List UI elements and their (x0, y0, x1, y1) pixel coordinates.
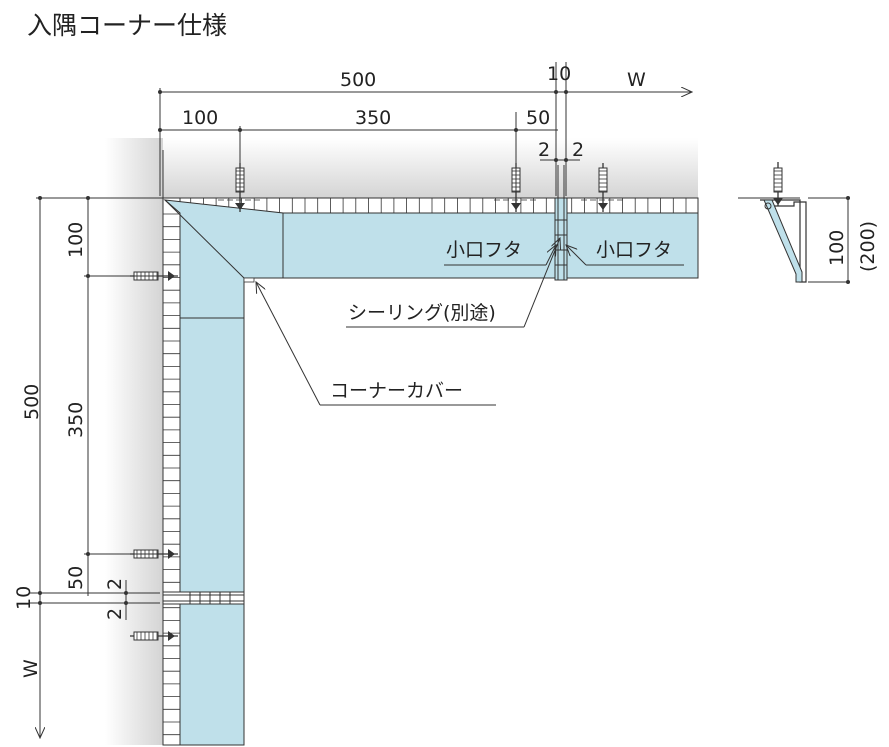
dim-left-last: 50 (65, 566, 87, 590)
label-end-cap-left: 小口フタ (446, 239, 522, 261)
label-end-cap-right: 小口フタ (596, 239, 672, 261)
dim-left-joint: 10 (13, 586, 35, 610)
corner-cover (163, 199, 284, 319)
callout-lines (256, 238, 684, 406)
dim-top-middle: 350 (355, 107, 391, 129)
section-height-alt: (200) (857, 221, 879, 272)
dim-left-continue: W (20, 659, 42, 678)
left-dimensions (30, 196, 160, 738)
dim-left-middle: 350 (65, 402, 87, 438)
dim-top-first: 100 (182, 107, 218, 129)
page-title: 入隅コーナー仕様 (27, 11, 227, 40)
panel-vertical-ticks (163, 213, 180, 736)
dim-top-gap-right: 2 (572, 139, 584, 161)
vertical-joint (162, 591, 245, 605)
dim-left-gap-bottom: 2 (104, 608, 126, 620)
dim-left-first: 100 (65, 222, 87, 258)
dim-left-total: 500 (21, 384, 43, 420)
dim-top-gap-left: 2 (538, 139, 550, 161)
dim-top-joint: 10 (547, 63, 571, 85)
section-detail (738, 196, 850, 284)
top-dimensions (158, 62, 692, 196)
dim-top-continue: W (627, 69, 646, 91)
section-anchor-bolt (773, 162, 783, 206)
dim-top-total: 500 (340, 69, 376, 91)
wall-shade-top (160, 138, 698, 198)
dim-top-last: 50 (526, 107, 550, 129)
label-corner-cover: コーナーカバー (330, 380, 463, 402)
dim-left-gap-top: 2 (104, 578, 126, 590)
wall-shade-left (105, 138, 163, 745)
panel-vertical-edge (162, 197, 181, 746)
section-height: 100 (826, 230, 848, 266)
label-sealing: シーリング(別途) (348, 302, 496, 324)
